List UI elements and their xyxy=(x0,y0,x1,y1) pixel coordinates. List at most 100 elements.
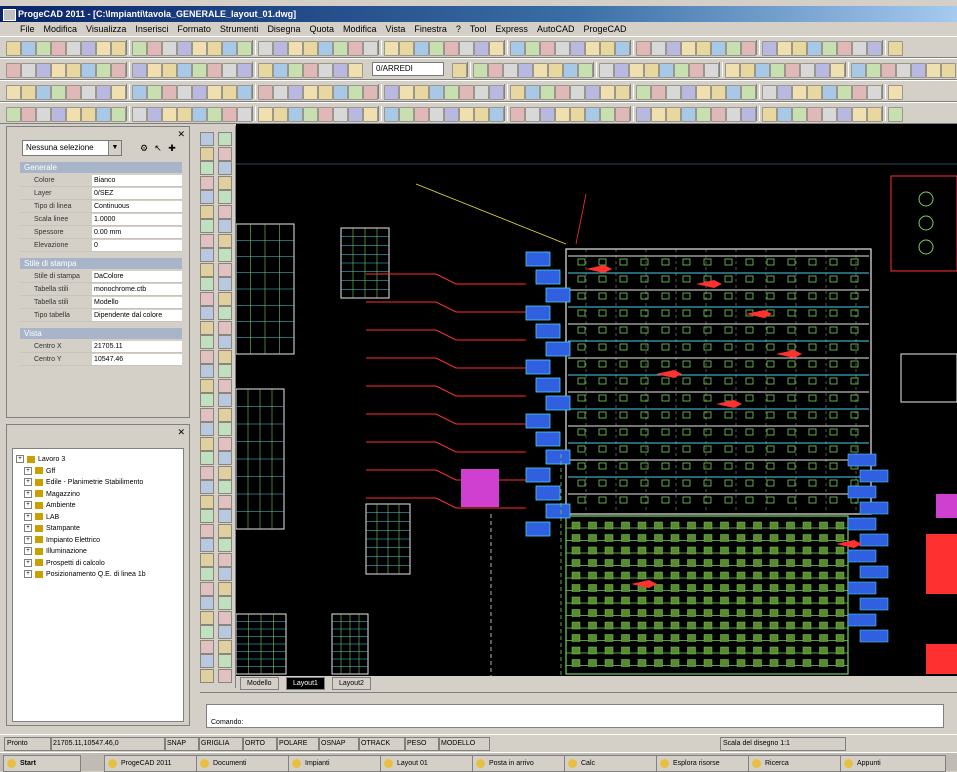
toolbar-tool-icon[interactable] xyxy=(666,85,681,100)
toolbar-tool-icon[interactable] xyxy=(792,85,807,100)
toolbar-tool-icon[interactable] xyxy=(711,107,726,122)
toolbar-tool-icon[interactable] xyxy=(111,41,126,56)
modify-tool-icon[interactable] xyxy=(218,146,232,161)
menu-item[interactable]: Formato xyxy=(177,24,211,34)
draw-tool-icon[interactable] xyxy=(200,668,214,683)
property-value[interactable]: Dipendente dal colore xyxy=(92,310,182,321)
toolbar-tool-icon[interactable] xyxy=(177,63,192,78)
menu-item[interactable]: Tool xyxy=(469,24,487,34)
taskbar-item[interactable]: Impianti xyxy=(288,755,394,772)
tree-node[interactable]: +Impianto Elettrico xyxy=(24,535,100,546)
expand-icon[interactable]: + xyxy=(24,570,32,579)
toolbar-tool-icon[interactable] xyxy=(888,41,903,56)
toolbar-tool-icon[interactable] xyxy=(348,85,363,100)
modify-tool-icon[interactable] xyxy=(218,581,232,596)
toolbar-tool-icon[interactable] xyxy=(258,85,273,100)
toolbar-tool-icon[interactable] xyxy=(525,41,540,56)
draw-tool-icon[interactable] xyxy=(200,639,214,654)
modify-tool-icon[interactable] xyxy=(218,465,232,480)
draw-tool-icon[interactable] xyxy=(200,567,214,581)
modify-tool-icon[interactable] xyxy=(218,523,232,538)
draw-tool-icon[interactable] xyxy=(200,610,214,625)
toolbar-tool-icon[interactable] xyxy=(384,85,399,100)
toolbar-tool-icon[interactable] xyxy=(600,41,615,56)
toolbar-tool-icon[interactable] xyxy=(651,107,666,122)
draw-tool-icon[interactable] xyxy=(200,509,214,523)
toolbar-tool-icon[interactable] xyxy=(681,107,696,122)
toolbar-tool-icon[interactable] xyxy=(303,63,318,78)
draw-tool-icon[interactable] xyxy=(200,306,214,320)
toolbar-tool-icon[interactable] xyxy=(740,63,755,78)
expand-icon[interactable]: + xyxy=(24,501,32,510)
toolbar-tool-icon[interactable] xyxy=(147,107,162,122)
toolbar-tool-icon[interactable] xyxy=(96,41,111,56)
modify-tool-icon[interactable] xyxy=(218,654,232,668)
draw-tool-icon[interactable] xyxy=(200,349,214,364)
toolbar-tool-icon[interactable] xyxy=(762,85,777,100)
property-value[interactable]: 0/SEZ xyxy=(92,188,182,199)
toolbar-tool-icon[interactable] xyxy=(807,85,822,100)
toolbar-tool-icon[interactable] xyxy=(429,107,444,122)
toolbar-tool-icon[interactable] xyxy=(711,41,726,56)
draw-tool-icon[interactable] xyxy=(200,523,214,538)
toolbar-tool-icon[interactable] xyxy=(384,41,399,56)
toolbar-tool-icon[interactable] xyxy=(96,85,111,100)
toolbar-tool-icon[interactable] xyxy=(384,107,399,122)
tree-node[interactable]: +Prospetti di calcolo xyxy=(24,558,105,569)
tree-node[interactable]: +Gff xyxy=(24,466,55,477)
toolbar-tool-icon[interactable] xyxy=(704,63,719,78)
toolbar-tool-icon[interactable] xyxy=(177,85,192,100)
tree-node[interactable]: +Lavoro 3 xyxy=(16,454,65,465)
close-icon[interactable]: ✕ xyxy=(177,129,185,139)
property-value[interactable]: Continuous xyxy=(92,201,182,212)
draw-tool-icon[interactable] xyxy=(200,422,214,436)
toolbar-tool-icon[interactable] xyxy=(399,85,414,100)
toolbar-tool-icon[interactable] xyxy=(851,63,866,78)
toolbar-tool-icon[interactable] xyxy=(800,63,815,78)
toolbar-tool-icon[interactable] xyxy=(444,107,459,122)
toolbar-tool-icon[interactable] xyxy=(548,63,563,78)
toolbar-tool-icon[interactable] xyxy=(111,107,126,122)
toolbar-tool-icon[interactable] xyxy=(399,107,414,122)
toolbar-tool-icon[interactable] xyxy=(147,41,162,56)
toolbar-tool-icon[interactable] xyxy=(66,85,81,100)
toolbar-tool-icon[interactable] xyxy=(51,41,66,56)
expand-icon[interactable]: + xyxy=(24,547,32,556)
select-objects-icon[interactable]: ↖ xyxy=(154,143,162,153)
toolbar-tool-icon[interactable] xyxy=(162,107,177,122)
modify-tool-icon[interactable] xyxy=(218,277,232,291)
toolbar-tool-icon[interactable] xyxy=(540,107,555,122)
toolbar-tool-icon[interactable] xyxy=(489,107,504,122)
modify-tool-icon[interactable] xyxy=(218,610,232,625)
toolbar-tool-icon[interactable] xyxy=(822,107,837,122)
menu-item[interactable]: ProgeCAD xyxy=(583,24,627,34)
toolbar-tool-icon[interactable] xyxy=(333,41,348,56)
modify-tool-icon[interactable] xyxy=(218,132,232,146)
status-cell[interactable]: OSNAP xyxy=(318,737,360,751)
toolbar-tool-icon[interactable] xyxy=(792,107,807,122)
toolbar-tool-icon[interactable] xyxy=(599,63,614,78)
tree-node[interactable]: +Illuminazione xyxy=(24,546,87,557)
toolbar-tool-icon[interactable] xyxy=(474,107,489,122)
toolbar-tool-icon[interactable] xyxy=(830,63,845,78)
draw-tool-icon[interactable] xyxy=(200,233,214,248)
modify-tool-icon[interactable] xyxy=(218,451,232,465)
status-cell[interactable]: SNAP xyxy=(164,737,200,751)
toolbar-tool-icon[interactable] xyxy=(273,107,288,122)
toolbar-tool-icon[interactable] xyxy=(711,85,726,100)
toolbar-tool-icon[interactable] xyxy=(600,107,615,122)
toolbar-tool-icon[interactable] xyxy=(288,85,303,100)
toolbar-tool-icon[interactable] xyxy=(489,85,504,100)
toolbar-tool-icon[interactable] xyxy=(525,107,540,122)
modify-tool-icon[interactable] xyxy=(218,378,232,393)
toolbar-tool-icon[interactable] xyxy=(696,41,711,56)
status-cell[interactable]: GRIGLIA xyxy=(198,737,244,751)
property-value[interactable]: DaColore xyxy=(92,271,182,282)
expand-icon[interactable]: + xyxy=(24,558,32,567)
toolbar-tool-icon[interactable] xyxy=(636,85,651,100)
